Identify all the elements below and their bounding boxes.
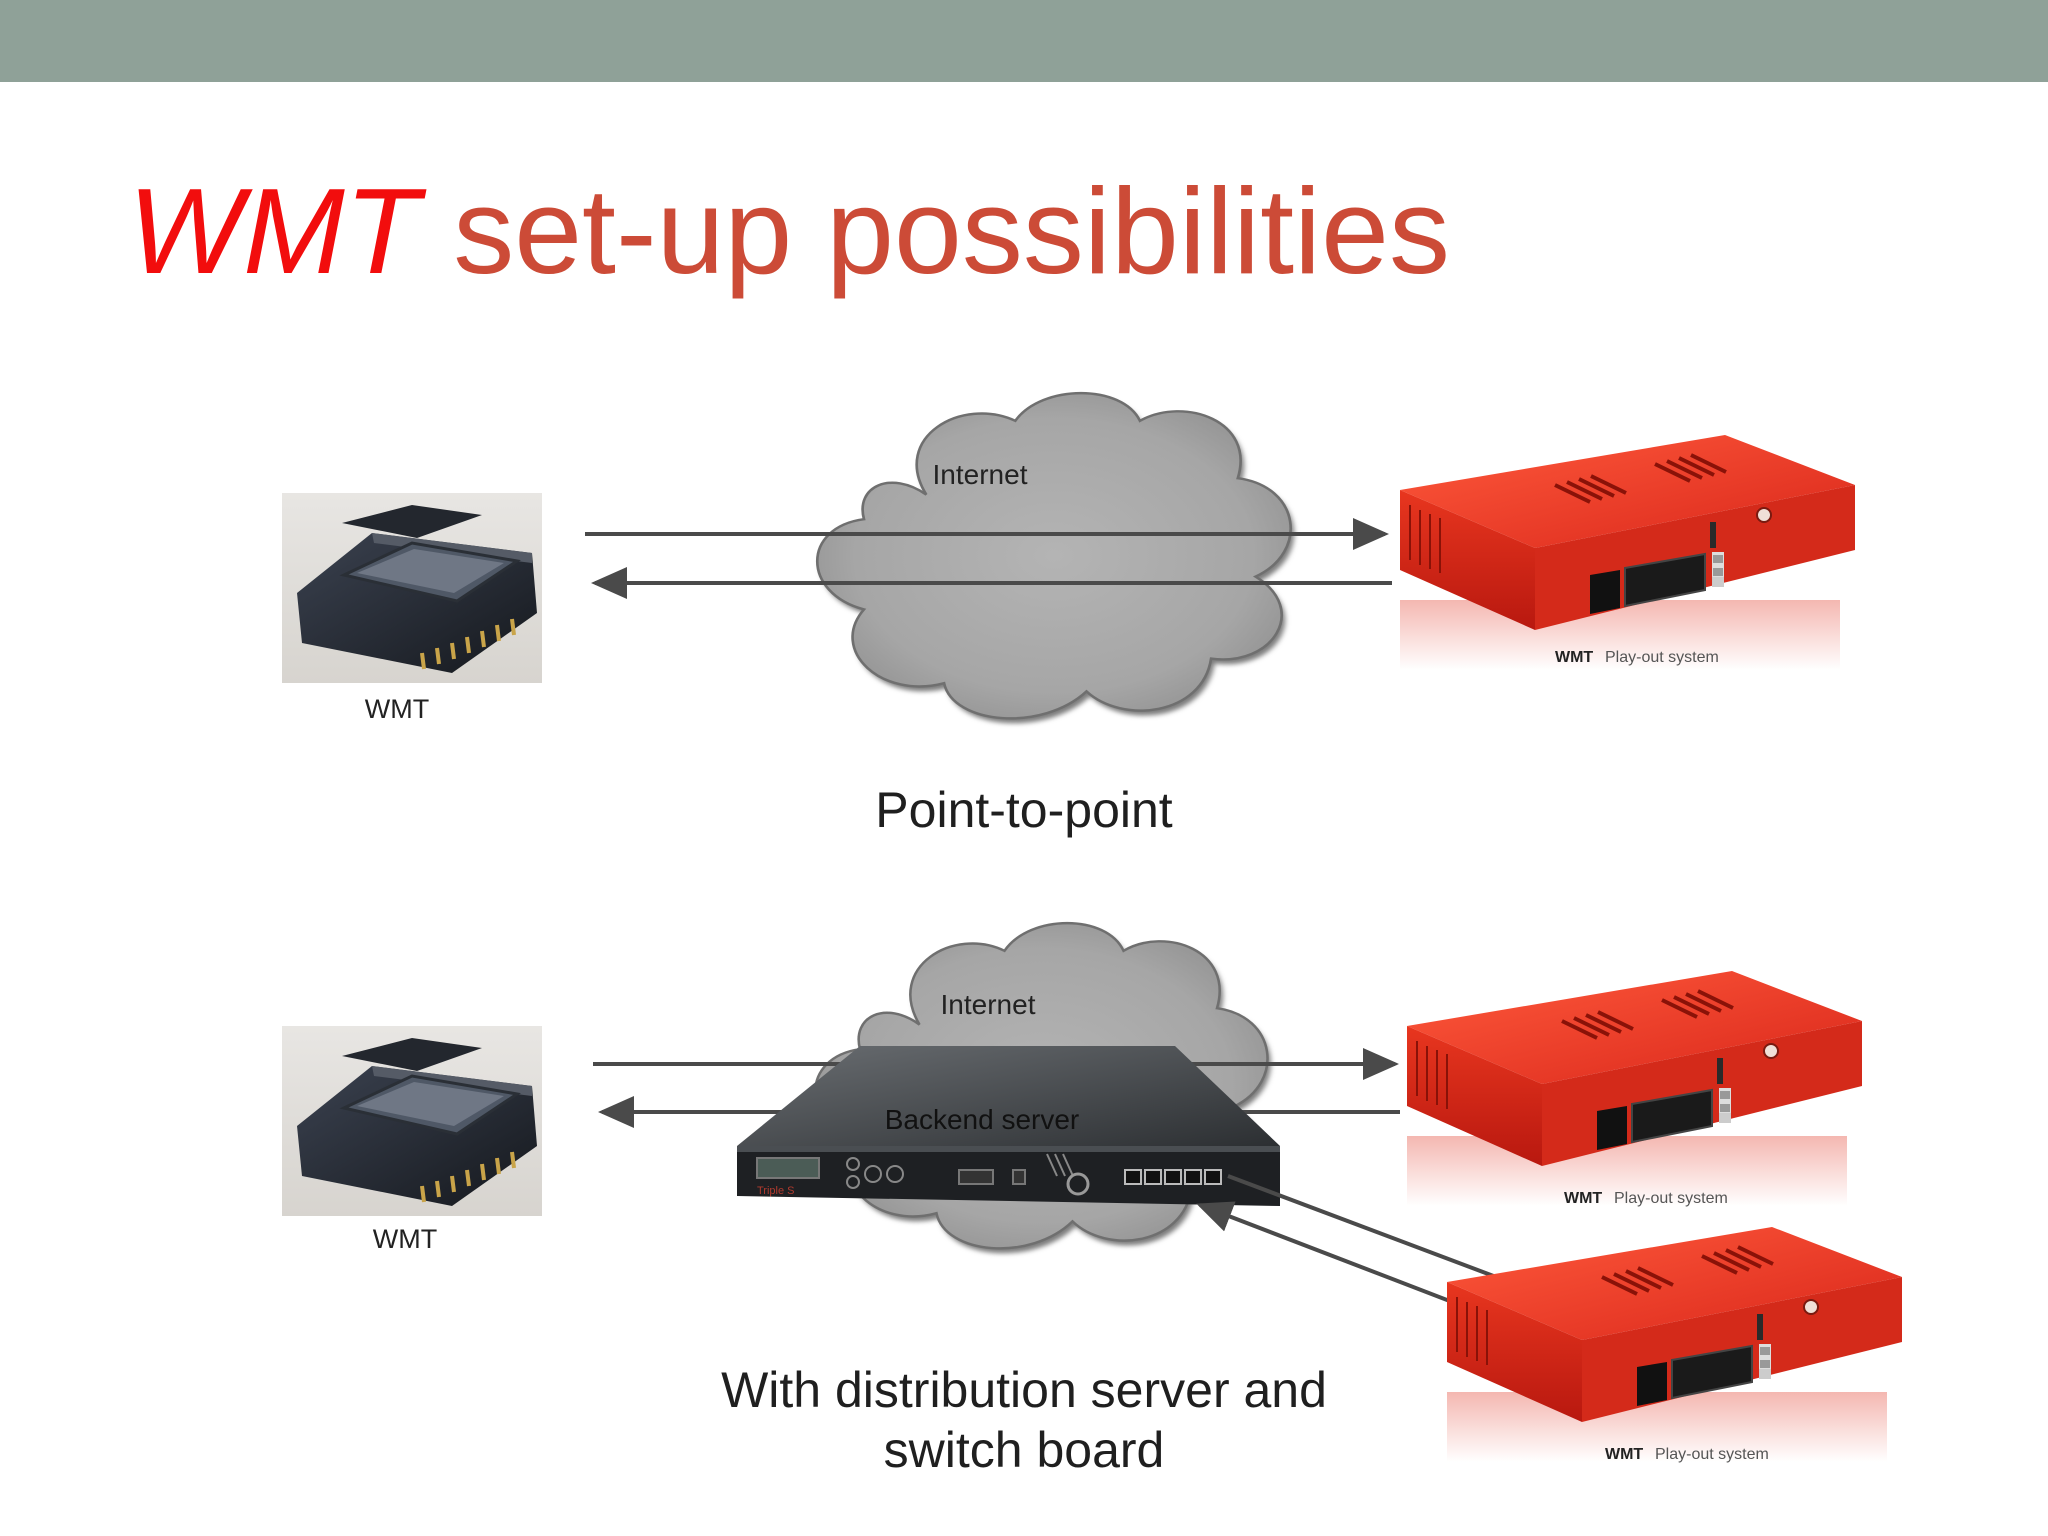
cloud-label-top: Internet bbox=[933, 459, 1028, 490]
playout-brand-top: WMT bbox=[1555, 649, 1593, 666]
wmt-label-top: WMT bbox=[365, 694, 429, 724]
title-emphasis: WMT bbox=[128, 163, 420, 299]
wmt-device-bottom bbox=[282, 1026, 542, 1216]
playout-rack-bottom-1: WMT Play-out system bbox=[1407, 971, 1862, 1207]
playout-rack-bottom-2: WMT Play-out system bbox=[1447, 1227, 1902, 1463]
caption-distribution-line-1: With distribution server and bbox=[721, 1362, 1327, 1418]
cloud-internet-top bbox=[815, 391, 1295, 724]
wmt-device-top bbox=[282, 493, 542, 683]
playout-label-bottom-1: Play-out system bbox=[1614, 1190, 1728, 1207]
caption-distribution-line-2: switch board bbox=[883, 1422, 1165, 1478]
header-bar bbox=[0, 0, 2048, 82]
slide-title: WMT set-up possibilities bbox=[128, 170, 1450, 292]
playout-brand-bottom-1: WMT bbox=[1564, 1190, 1602, 1207]
server-label: Backend server bbox=[885, 1104, 1080, 1135]
playout-rack-top: WMT Play-out system bbox=[1400, 435, 1855, 670]
wmt-label-bottom: WMT bbox=[373, 1224, 437, 1254]
playout-brand-bottom-2: WMT bbox=[1605, 1446, 1643, 1463]
caption-distribution: With distribution server and switch boar… bbox=[660, 1360, 1388, 1480]
playout-label-bottom-2: Play-out system bbox=[1655, 1446, 1769, 1463]
backend-server: Triple S bbox=[737, 1046, 1280, 1206]
playout-label-top: Play-out system bbox=[1605, 649, 1719, 666]
server-front-brand: Triple S bbox=[757, 1185, 795, 1197]
caption-point-to-point: Point-to-point bbox=[875, 782, 1173, 838]
title-rest: set-up possibilities bbox=[419, 163, 1450, 299]
cloud-label-bottom: Internet bbox=[941, 989, 1036, 1020]
